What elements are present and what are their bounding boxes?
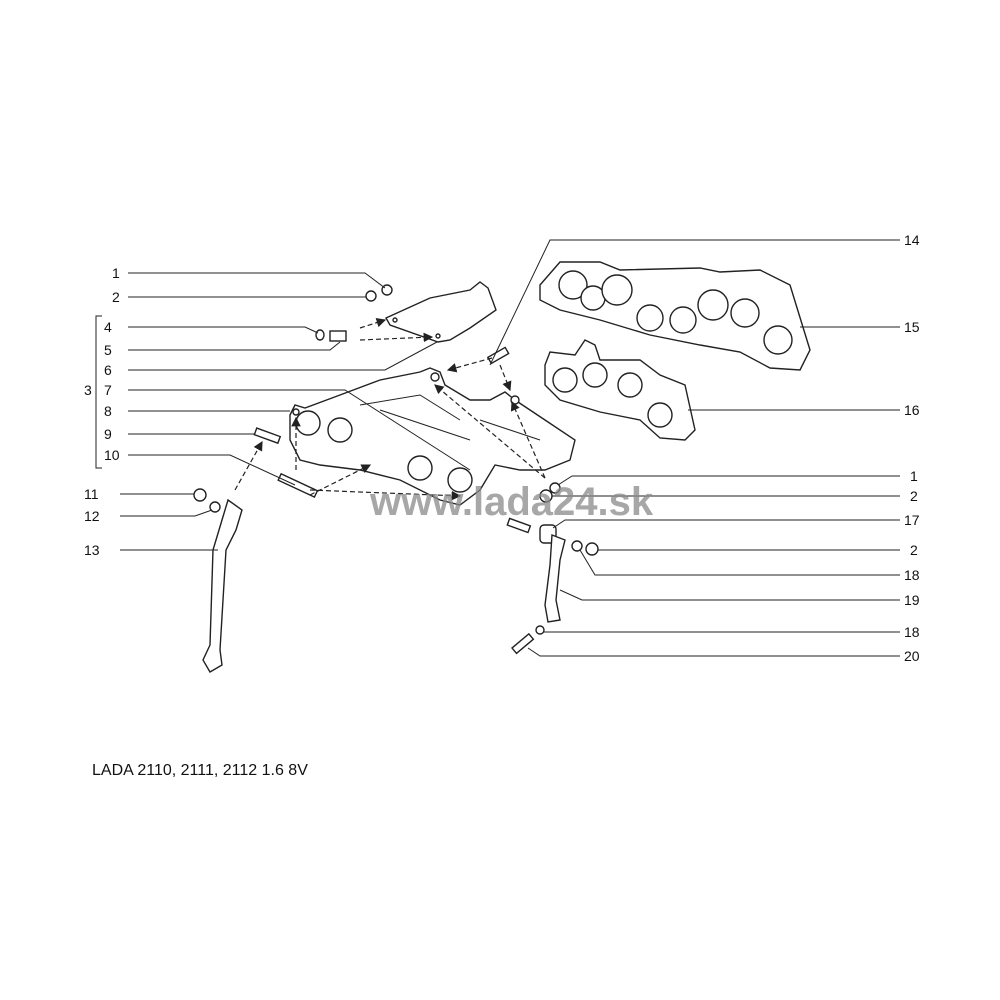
bracket-13 [202,498,243,673]
callout-14: 14 [904,232,920,248]
washer-18 [571,540,583,552]
stud-upper [486,346,510,365]
bolt-20 [511,632,535,655]
callout-12: 12 [84,508,100,524]
callout-9: 9 [104,426,112,442]
stud-lower [506,517,532,534]
washer-1-right [549,482,561,494]
callout-16: 16 [904,402,920,418]
callout-15: 15 [904,319,920,335]
callout-2: 2 [112,289,120,305]
stud-9 [253,427,282,445]
callout-7: 7 [104,382,112,398]
watermark: www.lada24.sk [369,480,654,524]
callout-18: 18 [904,567,920,583]
gasket-16 [544,339,696,441]
callouts-left: 1 2 4 5 6 3 7 8 9 10 11 12 13 [84,265,120,558]
callout-2-right: 2 [910,488,918,504]
washer-12 [209,501,221,513]
nut-2-lower [585,542,599,556]
gasket-15 [539,261,811,371]
callout-2-lower: 2 [910,542,918,558]
callout-17: 17 [904,512,920,528]
bolt-5 [329,330,347,342]
callout-8: 8 [104,403,112,419]
washer-4 [315,329,325,341]
callouts-right: 14 15 16 1 2 17 2 18 19 18 20 [904,232,920,664]
bracket-19 [544,534,566,623]
leader-lines [95,239,900,657]
assembly-arrows [234,317,546,501]
nut-11 [193,488,207,502]
callout-6: 6 [104,362,112,378]
nut-2 [365,290,377,302]
callout-18-lower: 18 [904,624,920,640]
fasteners [193,284,599,655]
diagram-caption: LADA 2110, 2111, 2112 1.6 8V [92,762,308,779]
callout-1: 1 [112,265,120,281]
callout-13: 13 [84,542,100,558]
callout-3: 3 [84,382,92,398]
callout-4: 4 [104,319,112,335]
stud-10 [277,472,319,499]
exhaust-manifold [289,367,576,506]
washer-18-lower [535,625,545,635]
callout-5: 5 [104,342,112,358]
heat-shield-6 [385,281,497,343]
callout-19: 19 [904,592,920,608]
callout-20: 20 [904,648,920,664]
callout-10: 10 [104,447,120,463]
callout-11: 11 [84,486,99,502]
callout-1-right: 1 [910,468,918,484]
